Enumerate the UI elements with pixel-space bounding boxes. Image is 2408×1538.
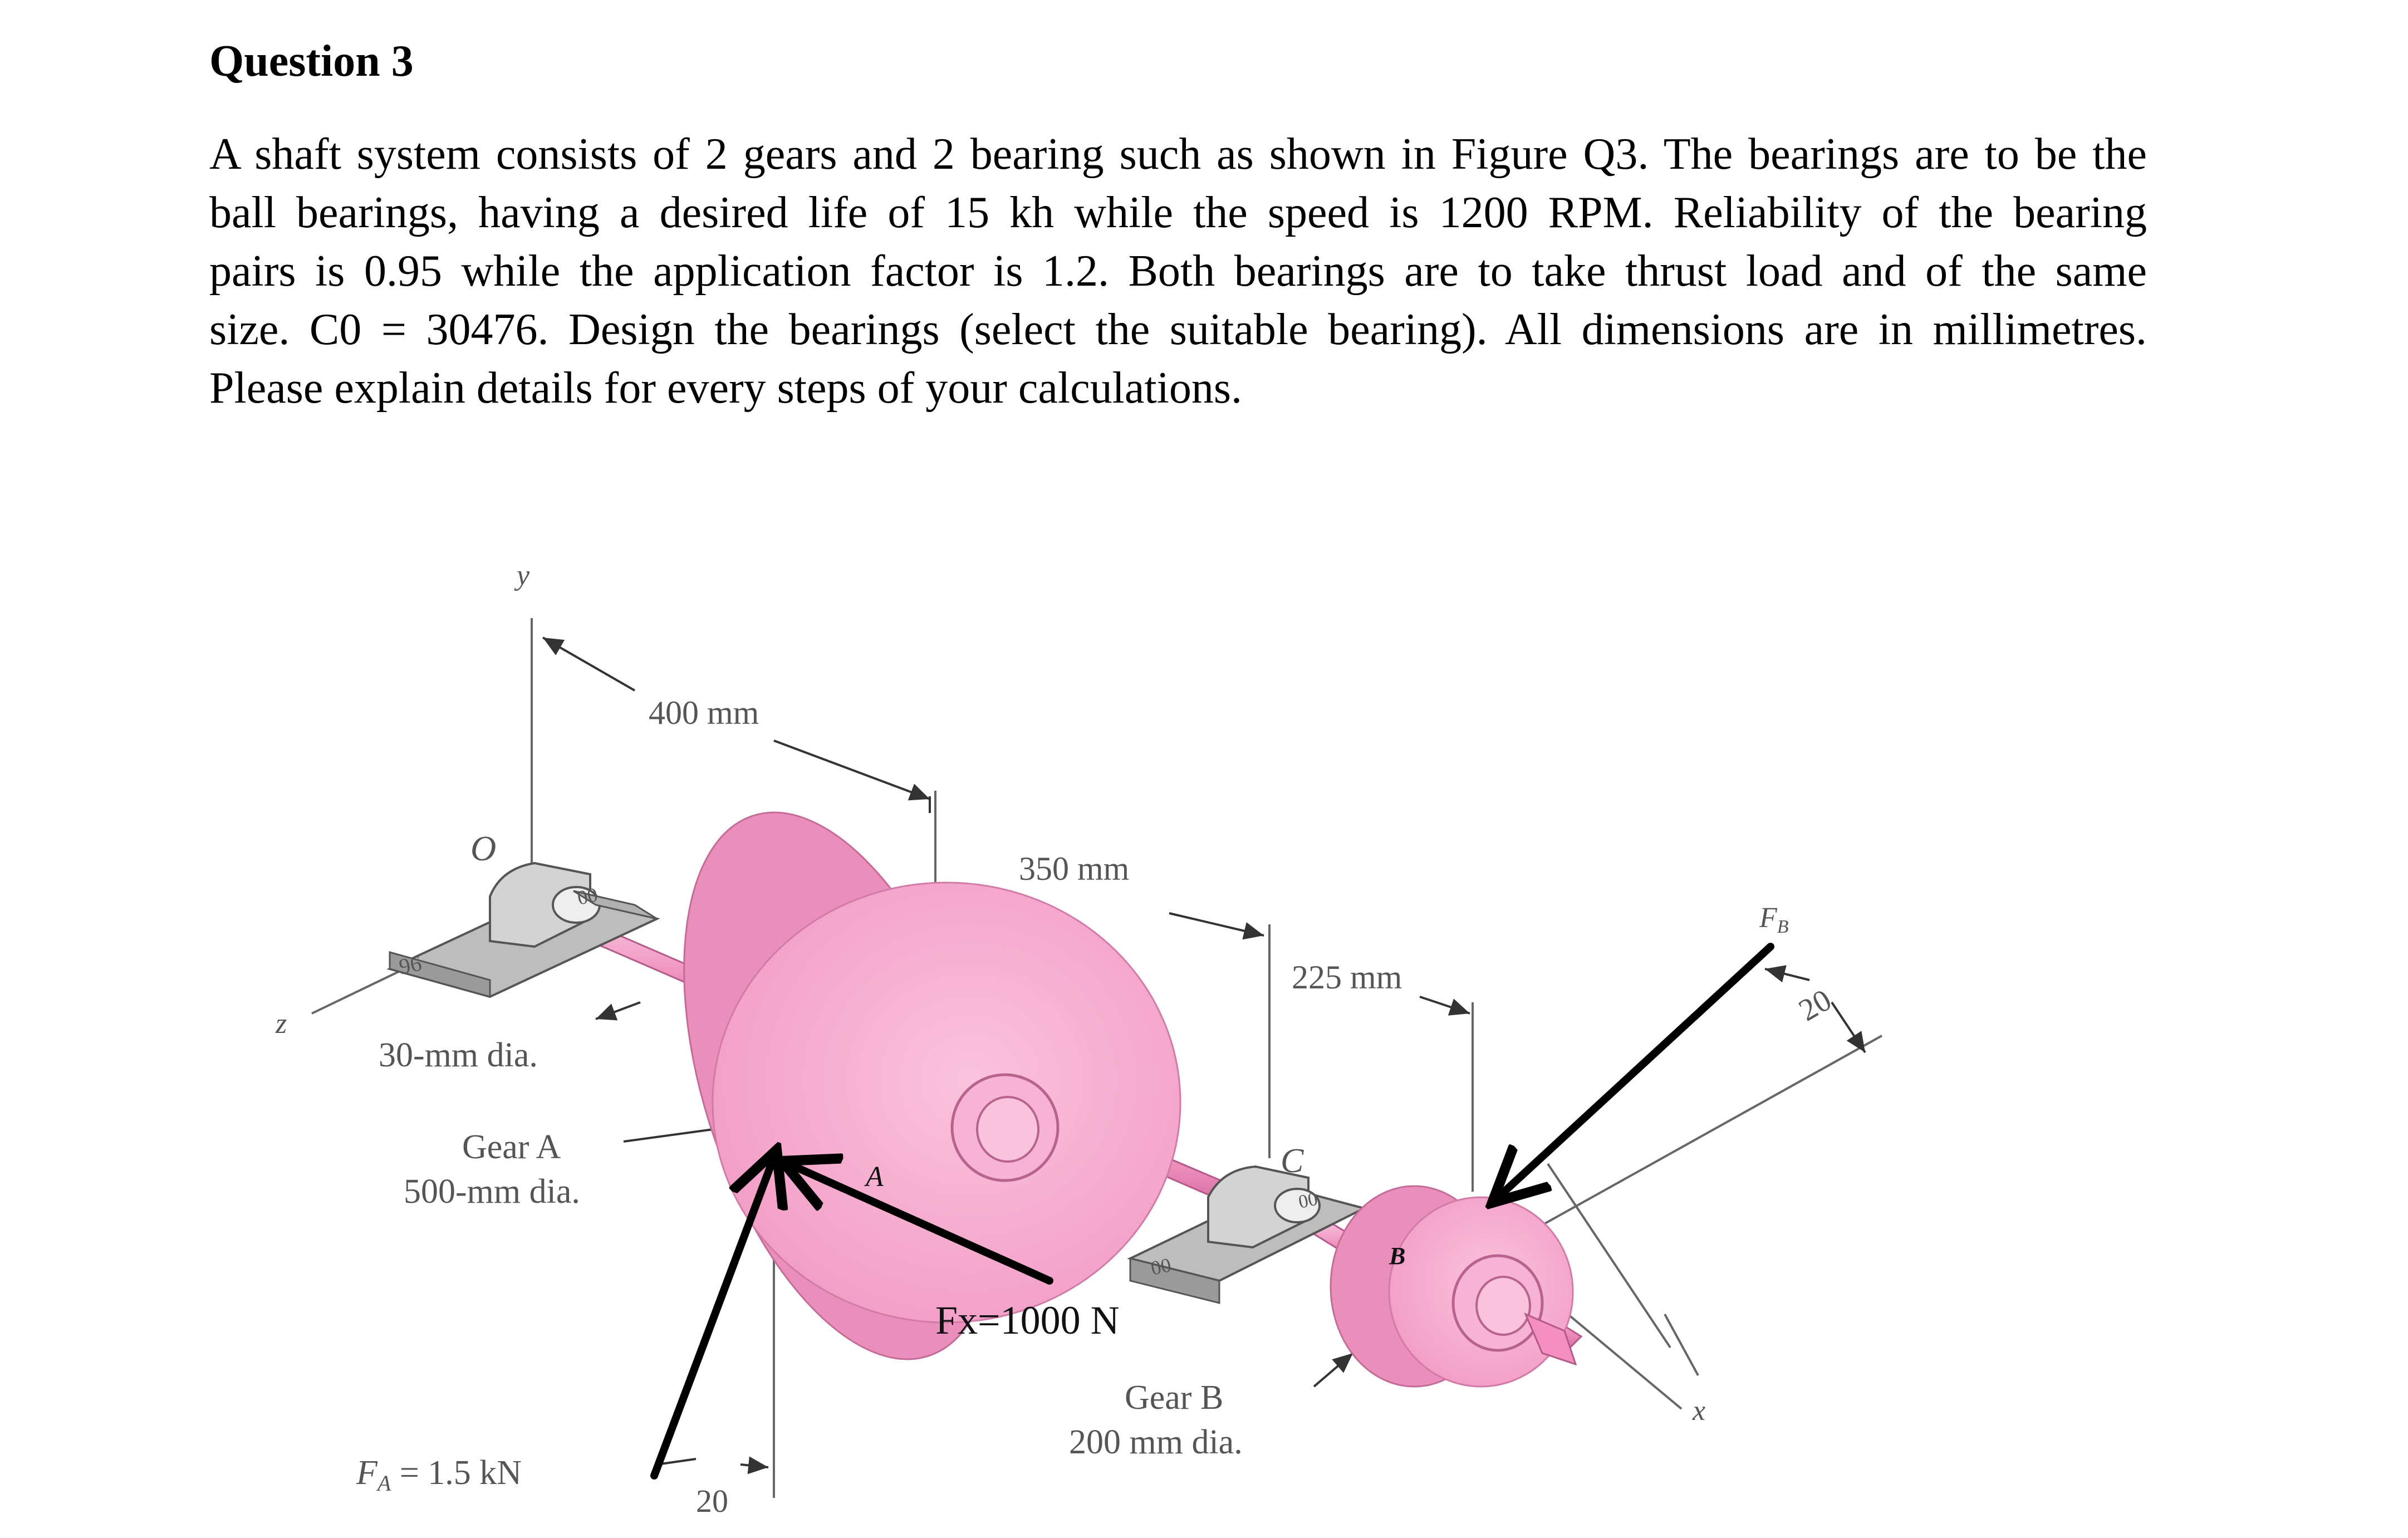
force-fx-arrow xyxy=(782,1161,1053,1285)
gear-a-dia-label: 500-mm dia. xyxy=(404,1173,580,1211)
angle-b-label: 20 xyxy=(1793,983,1837,1028)
gear-b xyxy=(1330,1185,1577,1388)
question-line-5: Please explain details for every steps o… xyxy=(209,364,1242,413)
svg-text:00: 00 xyxy=(1297,1189,1320,1213)
question-title: Question 3 xyxy=(209,37,414,86)
gear-b-name-label: Gear B xyxy=(1125,1379,1223,1417)
force-arrows xyxy=(650,943,1774,1480)
force-fa-arrow xyxy=(650,1150,777,1480)
question-line-1: A shaft system consists of 2 gears and 2… xyxy=(209,130,2147,179)
gear-a-letter: A xyxy=(864,1161,884,1193)
angle-a-label: 20 xyxy=(696,1483,728,1519)
axis-y-label: y xyxy=(514,560,530,591)
force-fx-label: Fx=1000 N xyxy=(935,1298,1120,1343)
force-fb-arrow xyxy=(1492,943,1774,1203)
dim-400-label: 400 mm xyxy=(649,694,759,731)
dim-225-label: 225 mm xyxy=(1292,959,1402,996)
force-fa-label: FA = 1.5 kN xyxy=(356,1454,522,1496)
gear-b-dia-label: 200 mm dia. xyxy=(1069,1423,1243,1461)
gear-a xyxy=(683,811,1181,1360)
question-body: A shaft system consists of 2 gears and 2… xyxy=(209,125,2147,418)
origin-label: O xyxy=(470,829,496,868)
question-line-4: size. C0 = 30476. Design the bearings (s… xyxy=(209,305,2147,354)
bearing-c: 00 00 xyxy=(1127,1165,1367,1304)
axis-lines xyxy=(311,618,1882,1498)
force-fb-label: FB xyxy=(1759,902,1789,937)
gear-b-letter: B xyxy=(1389,1242,1405,1270)
svg-text:96: 96 xyxy=(397,950,424,979)
question-line-2: ball bearings, having a desired life of … xyxy=(209,188,2147,237)
svg-text:00: 00 xyxy=(1149,1253,1173,1280)
dim-350-label: 350 mm xyxy=(1019,850,1129,887)
shaft-dia-label: 30-mm dia. xyxy=(379,1036,538,1074)
bearing-c-label: C xyxy=(1281,1142,1304,1180)
axis-z-label: z xyxy=(275,1008,287,1040)
svg-text:00: 00 xyxy=(575,883,600,909)
gear-a-name-label: Gear A xyxy=(462,1128,561,1166)
question-line-3: pairs is 0.95 while the application fact… xyxy=(209,247,2147,296)
axis-x-label: x xyxy=(1692,1395,1705,1427)
bearing-o: 96 00 xyxy=(386,861,660,998)
